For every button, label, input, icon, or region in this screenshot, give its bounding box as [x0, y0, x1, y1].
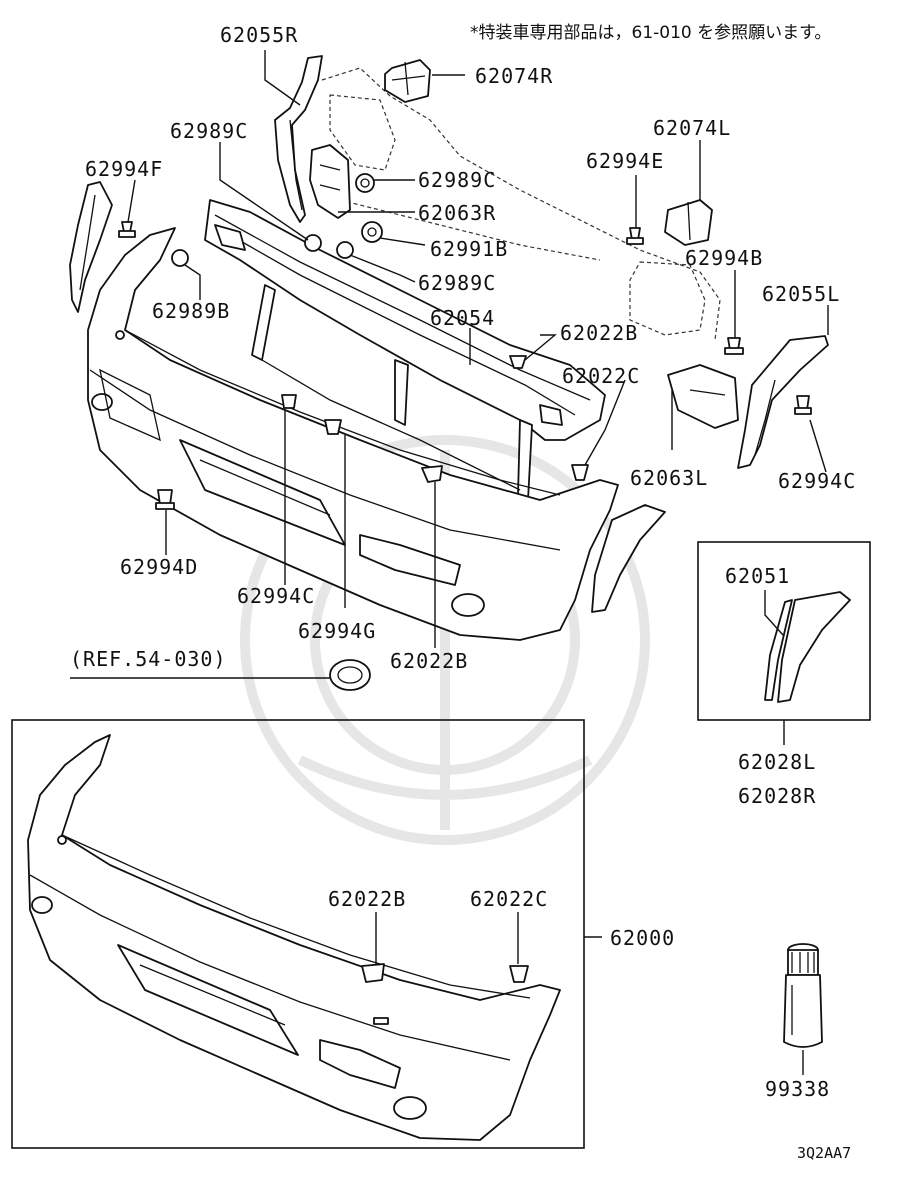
- label-62063L: 62063L: [630, 466, 708, 490]
- clip-62022B-top[interactable]: [509, 355, 527, 369]
- label-62022B-top: 62022B: [560, 321, 638, 345]
- label-62989C-a: 62989C: [170, 119, 248, 143]
- label-62994G: 62994G: [298, 619, 376, 643]
- label-ref-54-030: (REF.54-030): [70, 647, 227, 671]
- bracket-62074L[interactable]: [664, 199, 713, 246]
- label-62994C-left: 62994C: [237, 584, 315, 608]
- clip-62989B[interactable]: [171, 249, 189, 267]
- label-62063R: 62063R: [418, 201, 496, 225]
- label-62055R: 62055R: [220, 23, 298, 47]
- mount-62063L[interactable]: [667, 364, 739, 429]
- label-62991B: 62991B: [430, 237, 508, 261]
- filler-side-piece[interactable]: [591, 504, 666, 613]
- mount-62063R[interactable]: [309, 144, 351, 219]
- fasteners: [118, 173, 812, 691]
- front-bumper-assembly[interactable]: [27, 734, 561, 1141]
- leader-62051: [764, 590, 784, 636]
- screw-62994G[interactable]: [324, 419, 342, 435]
- label-62022C-top: 62022C: [562, 364, 640, 388]
- body-outline: [321, 67, 721, 341]
- label-62000: 62000: [610, 926, 675, 950]
- radiator-support-62054[interactable]: [204, 199, 606, 501]
- screw-62994F[interactable]: [118, 221, 136, 238]
- fog-cover-ref[interactable]: [329, 659, 371, 691]
- clip-62022C-top[interactable]: [571, 464, 589, 481]
- special-vehicle-note: *特装車専用部品は，61-010 を参照願います。: [470, 23, 831, 43]
- filler-62994F[interactable]: [69, 181, 113, 313]
- label-62989C-b: 62989C: [418, 168, 496, 192]
- screw-62994C-right[interactable]: [794, 395, 812, 415]
- clip-62022B-mid[interactable]: [421, 465, 443, 483]
- touch-up-paint-99338[interactable]: [783, 943, 823, 1048]
- front-bumper-exploded[interactable]: [87, 227, 619, 641]
- screw-62994E[interactable]: [626, 227, 644, 245]
- label-62022B-mid: 62022B: [390, 649, 468, 673]
- screw-62994C-left[interactable]: [281, 394, 297, 409]
- screw-62994B[interactable]: [724, 337, 744, 355]
- nut-62991B[interactable]: [361, 221, 383, 243]
- clip-62989C-a[interactable]: [355, 173, 375, 193]
- screw-62994D[interactable]: [155, 489, 175, 510]
- label-62989C-c: 62989C: [418, 271, 496, 295]
- leader-lines: [70, 50, 829, 679]
- label-62994C-right: 62994C: [778, 469, 856, 493]
- label-62994F: 62994F: [85, 157, 163, 181]
- label-62074R: 62074R: [475, 64, 553, 88]
- label-62055L: 62055L: [762, 282, 840, 306]
- label-99338: 99338: [765, 1077, 830, 1101]
- clip-62022B-assembly[interactable]: [361, 963, 385, 983]
- label-62994E: 62994E: [586, 149, 664, 173]
- clip-62989C-b[interactable]: [304, 234, 354, 259]
- label-62022C-assembly: 62022C: [470, 887, 548, 911]
- label-62994D: 62994D: [120, 555, 198, 579]
- label-62028R: 62028R: [738, 784, 816, 808]
- label-62989B: 62989B: [152, 299, 230, 323]
- bracket-62055R[interactable]: [274, 55, 323, 223]
- bracket-62074R[interactable]: [384, 59, 431, 103]
- label-62054: 62054: [430, 306, 495, 330]
- label-62051: 62051: [725, 564, 790, 588]
- diagram-code: 3Q2AA7: [797, 1144, 851, 1162]
- label-62028L: 62028L: [738, 750, 816, 774]
- clip-62022C-assembly[interactable]: [509, 965, 529, 983]
- label-62022B-assembly: 62022B: [328, 887, 406, 911]
- bracket-62055L[interactable]: [737, 335, 829, 469]
- assembly-box-62000: [11, 719, 585, 1149]
- label-62994B: 62994B: [685, 246, 763, 270]
- garnish-62028[interactable]: [764, 591, 851, 703]
- label-62074L: 62074L: [653, 116, 731, 140]
